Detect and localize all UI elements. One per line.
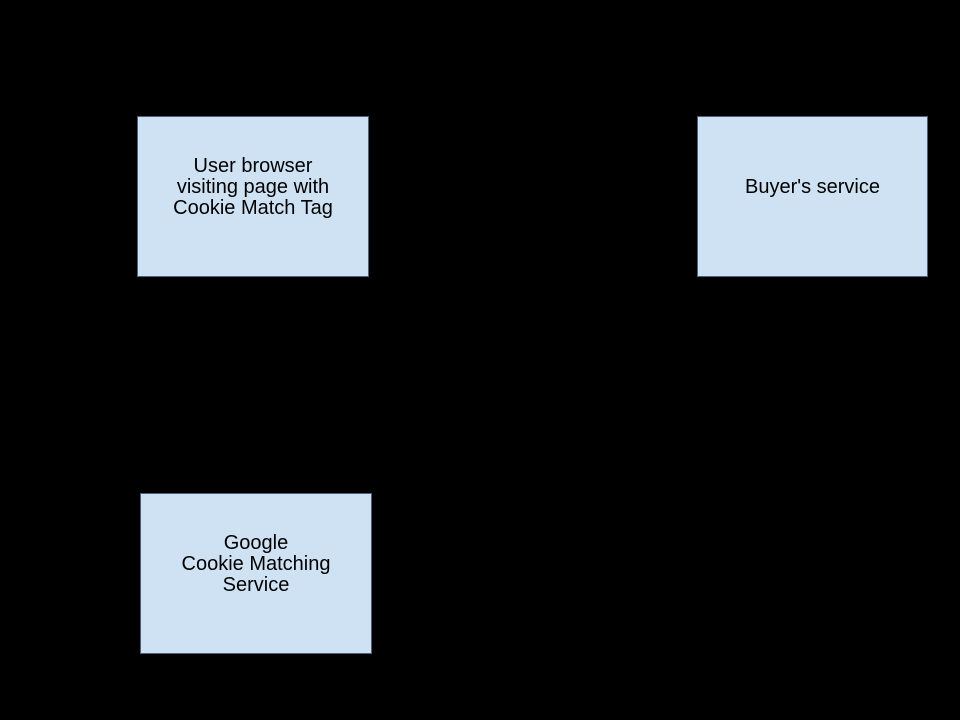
node-user-browser: User browser visiting page with Cookie M… — [137, 116, 369, 277]
node-buyers-service: Buyer's service — [697, 116, 928, 277]
node-google-cookie-matching-service-label: Google Cookie Matching Service — [181, 531, 331, 597]
node-buyers-service-label: Buyer's service — [745, 175, 880, 198]
node-user-browser-label: User browser visiting page with Cookie M… — [173, 154, 333, 220]
node-google-cookie-matching-service: Google Cookie Matching Service — [140, 493, 372, 654]
